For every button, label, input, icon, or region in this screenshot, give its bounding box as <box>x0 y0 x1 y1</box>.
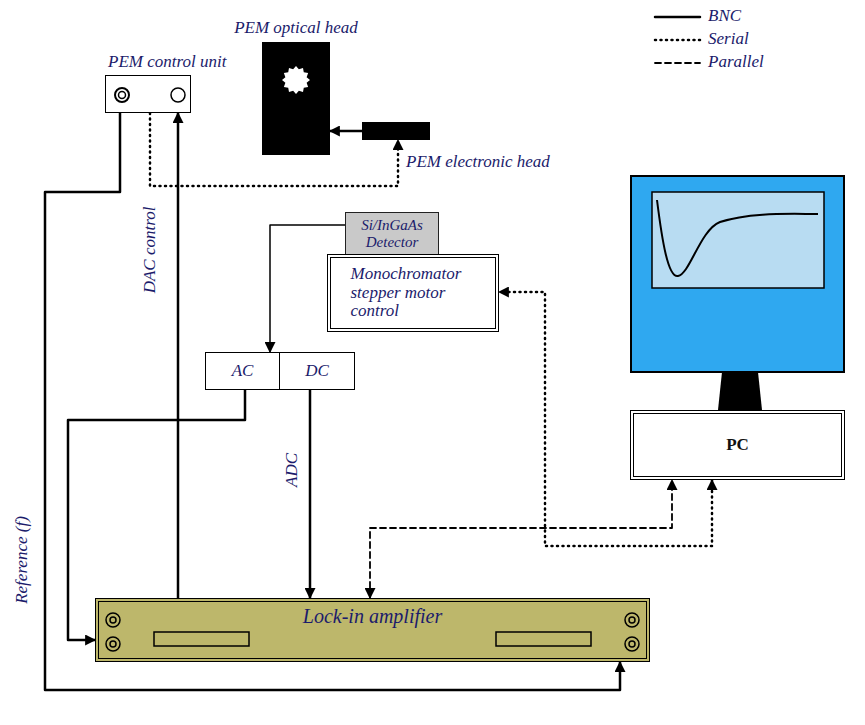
legend-text: BNC <box>708 6 741 26</box>
bnc-cable <box>177 113 180 598</box>
legend-line-sample <box>655 62 700 64</box>
signal-label: Reference (f) <box>12 514 32 606</box>
lock-in-box: Lock-in amplifier <box>95 598 650 662</box>
signal-label: ADC <box>282 451 302 489</box>
box-label: DC <box>305 362 329 381</box>
bnc-cable <box>330 130 362 133</box>
pc-monitor <box>631 176 844 410</box>
signal-label: DAC control <box>140 205 160 296</box>
monochromator-box: Monochromator stepper motor control <box>327 254 499 332</box>
legend-line-sample <box>655 16 700 19</box>
box-label: Monochromator stepper motor control <box>351 265 476 321</box>
detector-box: Si/InGaAs Detector <box>345 212 439 255</box>
legend-text: Serial <box>708 29 749 49</box>
dc-port-box: DC <box>279 352 355 390</box>
pc-box: PC <box>630 410 845 480</box>
legend-text: Parallel <box>708 52 764 72</box>
legend-line-sample <box>655 39 700 42</box>
parallel-link <box>370 480 672 598</box>
ac-port-box: AC <box>205 352 280 390</box>
unit-label: PEM electronic head <box>406 152 550 172</box>
electronic-head: PEM electronic head <box>362 122 430 140</box>
control-unit-box: PEM control unit <box>105 75 191 113</box>
box-label: AC <box>232 362 254 381</box>
ctrl-detail <box>106 76 192 114</box>
unit-label: PEM control unit <box>108 52 226 72</box>
bnc-cable <box>309 390 312 598</box>
box-label: Lock-in amplifier <box>303 605 442 627</box>
unit-label: PEM optical head <box>234 18 358 38</box>
optical-head: PEM optical head <box>262 42 330 155</box>
box-label: Si/InGaAs Detector <box>352 217 432 250</box>
gear-detail <box>262 42 330 155</box>
box-label: PC <box>726 436 749 455</box>
